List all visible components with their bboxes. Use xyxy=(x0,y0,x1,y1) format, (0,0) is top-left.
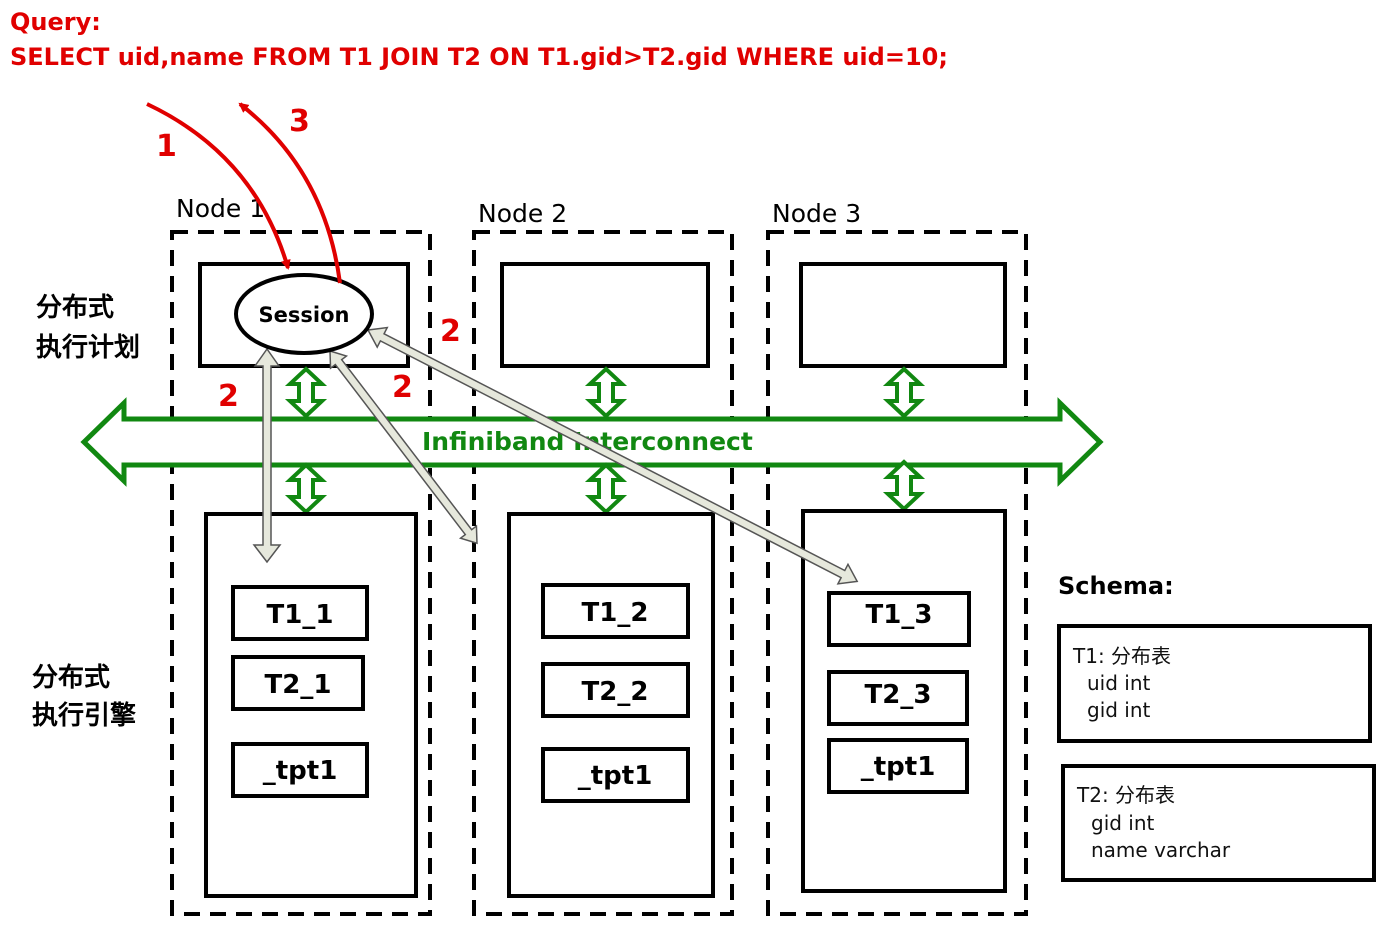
step-2-label: 2 xyxy=(440,314,461,349)
node-1-container xyxy=(170,230,432,916)
node-2-table-box xyxy=(541,747,690,803)
schema-t2-line: gid int xyxy=(1091,811,1155,835)
schema-t2-box xyxy=(1061,764,1376,882)
node-2-lower-link-arrow xyxy=(584,462,628,515)
node-3-container xyxy=(766,230,1028,916)
step-3-label: 3 xyxy=(289,104,310,139)
plan-label-line-1: 分布式 xyxy=(36,293,114,323)
query-sql: SELECT uid,name FROM T1 JOIN T2 ON T1.gi… xyxy=(10,43,948,71)
node-3-table-box xyxy=(827,738,969,794)
node-1-table-label: _tpt1 xyxy=(263,756,338,786)
session-node xyxy=(234,273,374,355)
dispatch-arrow-node-3 xyxy=(366,326,859,585)
node-1-table-box xyxy=(231,742,369,798)
node-3-title: Node 3 xyxy=(772,199,861,228)
plan-label-line-2: 执行计划 xyxy=(36,332,140,363)
node-3-plan-box xyxy=(799,262,1007,368)
schema-t2-line: T2: 分布表 xyxy=(1076,783,1175,807)
node-3-table-label: _tpt1 xyxy=(861,752,936,782)
node-1-upper-link-arrow xyxy=(284,366,328,419)
schema-t1-line: gid int xyxy=(1087,698,1151,722)
node-1-title-mask xyxy=(256,196,266,222)
dispatch-arrow-node-1 xyxy=(252,347,282,564)
node-3-table-label: T1_3 xyxy=(866,600,933,630)
node-2-table-label: _tpt1 xyxy=(578,761,653,791)
engine-label-line-1: 分布式 xyxy=(32,663,110,693)
node-1-table-box xyxy=(231,655,365,711)
node-2-container xyxy=(472,230,734,916)
node-1-table-box xyxy=(231,585,369,641)
schema-t1-box xyxy=(1057,624,1372,743)
schema-t1-line: uid int xyxy=(1087,671,1151,695)
node-3-table-box xyxy=(827,591,971,647)
step-1-label: 1 xyxy=(156,129,177,164)
node-2-upper-link-arrow xyxy=(584,366,628,419)
schema-title: Schema: xyxy=(1058,572,1174,600)
node-1-table-label: T2_1 xyxy=(265,670,332,700)
node-2-table-label: T2_2 xyxy=(582,677,649,707)
engine-label-line-2: 执行引擎 xyxy=(32,700,136,731)
node-2-table-box xyxy=(541,662,690,718)
node-2-table-box xyxy=(541,583,690,639)
node-3-upper-link-arrow xyxy=(882,366,926,419)
node-3-lower-link-arrow xyxy=(882,459,926,512)
schema-t1-line: T1: 分布表 xyxy=(1072,644,1171,668)
step-2-label: 2 xyxy=(392,370,413,405)
node-2-plan-box xyxy=(500,262,710,368)
node-2-table-label: T1_2 xyxy=(582,598,649,628)
result-out-arrow xyxy=(238,102,342,284)
session-label: Session xyxy=(259,303,350,327)
node-1-title: Node 1 xyxy=(176,194,265,223)
schema-t2-line: name varchar xyxy=(1091,838,1231,862)
dispatch-arrow-node-2 xyxy=(329,349,478,545)
node-1-table-label: T1_1 xyxy=(267,600,334,630)
query-label: Query: xyxy=(10,8,101,36)
node-2-title: Node 2 xyxy=(478,199,567,228)
node-3-table-box xyxy=(827,670,969,726)
node-3-table-label: T2_3 xyxy=(865,680,932,710)
node-1-lower-link-arrow xyxy=(284,462,328,515)
query-in-arrow xyxy=(146,102,291,270)
step-2-label: 2 xyxy=(218,379,239,414)
